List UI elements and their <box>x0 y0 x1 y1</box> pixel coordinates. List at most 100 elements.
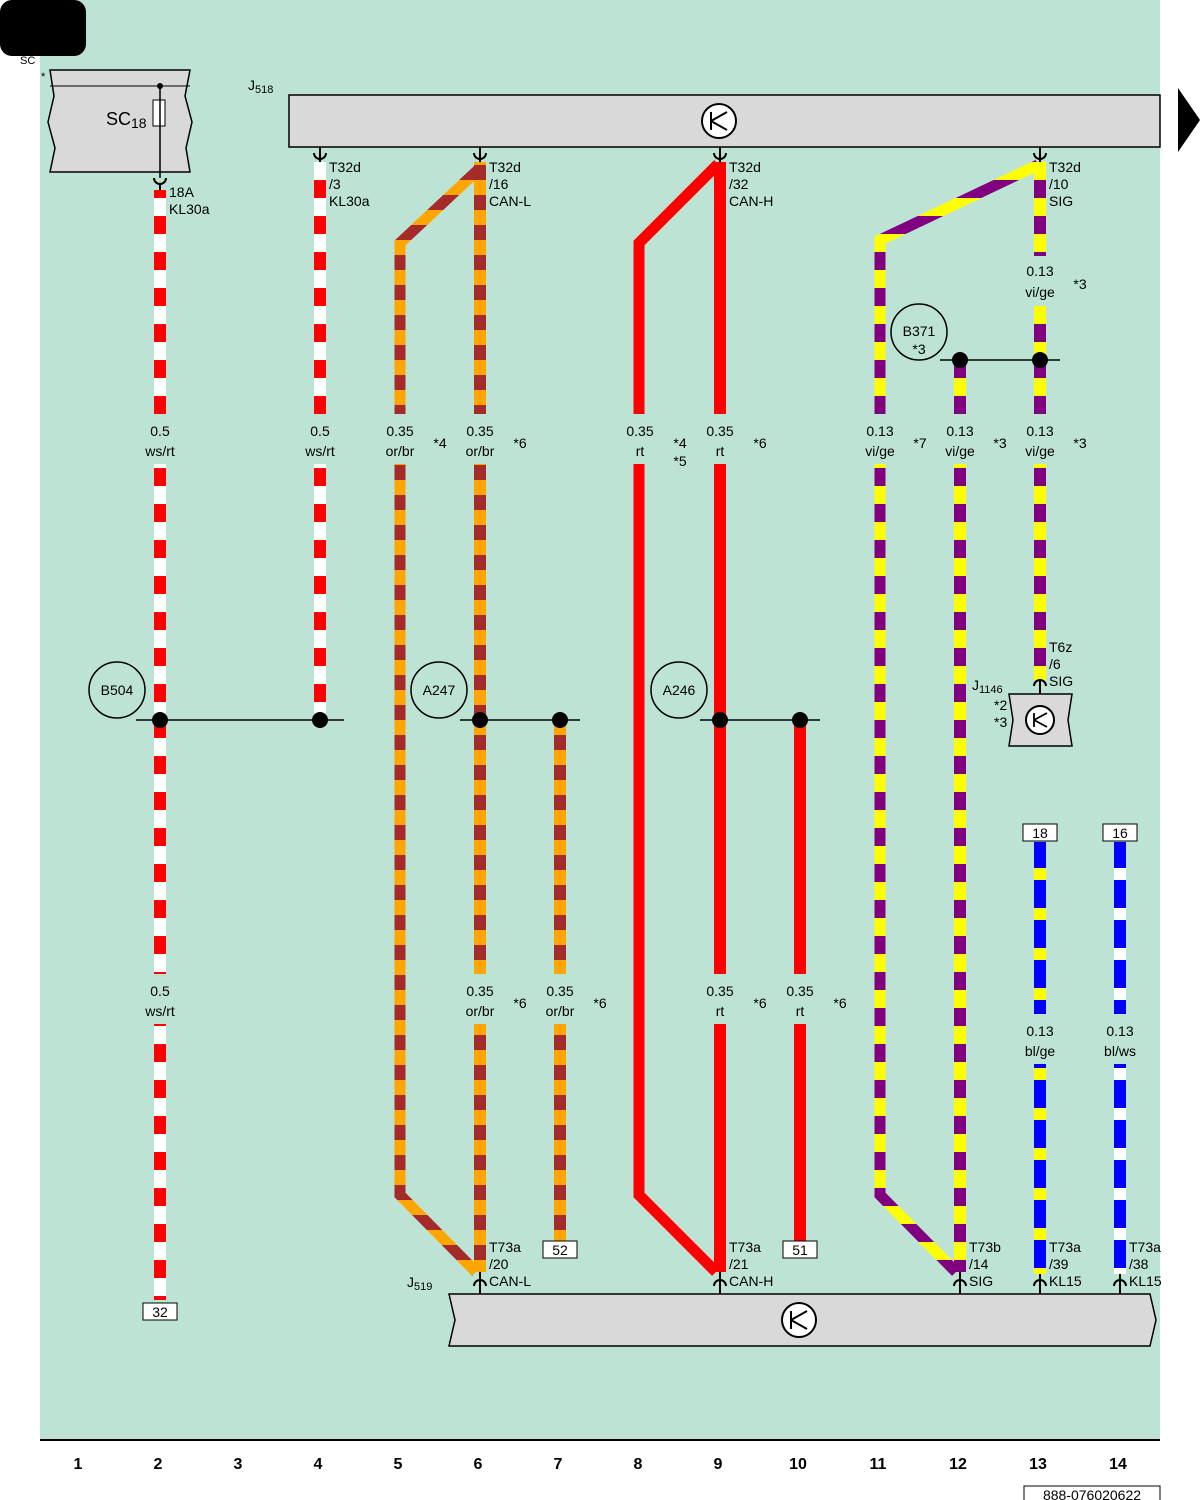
svg-text:0.35: 0.35 <box>386 423 413 439</box>
svg-text:0.13: 0.13 <box>866 423 893 439</box>
ref-box-16[interactable]: 16 <box>1102 823 1138 842</box>
svg-text:0.13: 0.13 <box>1106 1023 1133 1039</box>
svg-text:0.13: 0.13 <box>1026 1023 1053 1039</box>
pin-j519-t73b-14[interactable] <box>953 1272 967 1294</box>
splice-a246-label: A246 <box>663 682 696 698</box>
pin-label-sc18-18A: 18A KL30a <box>169 184 210 217</box>
pin-sc18-18A[interactable] <box>153 177 167 190</box>
svg-text:0.35: 0.35 <box>626 423 653 439</box>
splice-b504[interactable]: B504 <box>88 661 344 728</box>
splice-a247-label: A247 <box>423 682 456 698</box>
splice-b371[interactable]: B371 *3 <box>890 303 1060 368</box>
svg-text:vi/ge: vi/ge <box>945 443 975 459</box>
svg-text:or/br: or/br <box>546 1003 575 1019</box>
ref-box-52-text: 52 <box>552 1242 568 1258</box>
svg-text:18A: 18A <box>169 184 195 200</box>
fuse-icon <box>152 99 166 127</box>
wire-label-9-top: 0.35 rt *6 <box>706 423 766 459</box>
splice-a247[interactable]: A247 <box>410 661 580 728</box>
pin-j518-t32d-3[interactable] <box>313 147 327 162</box>
wire-label-2-top: 0.5ws/rt <box>144 423 175 459</box>
svg-text:SIG: SIG <box>969 1273 993 1289</box>
wire-12[interactable] <box>954 360 966 1272</box>
column-number: 6 <box>474 1456 483 1473</box>
svg-text:rt: rt <box>716 1003 725 1019</box>
svg-text:*3: *3 <box>1073 435 1086 451</box>
ref-box-51[interactable]: 51 <box>782 1240 818 1259</box>
pin-label-t32d-16: T32d /16 CAN-L <box>489 159 531 209</box>
svg-text:rt: rt <box>716 443 725 459</box>
svg-text:/16: /16 <box>489 176 509 192</box>
svg-text:T32d: T32d <box>729 159 761 175</box>
column-number: 8 <box>634 1456 643 1473</box>
svg-text:*5: *5 <box>673 453 686 469</box>
wire-label-2-bottom: 0.5ws/rt <box>144 983 175 1019</box>
ref-box-52[interactable]: 52 <box>542 1240 578 1259</box>
column-number: 14 <box>1109 1456 1127 1473</box>
pin-label-t73b-14: T73b /14 SIG <box>969 1239 1001 1289</box>
splice-a246[interactable]: A246 <box>650 661 820 728</box>
svg-text:0.35: 0.35 <box>706 423 733 439</box>
svg-text:*7: *7 <box>913 435 926 451</box>
ref-box-32-text: 32 <box>152 1304 168 1320</box>
pin-j519-t73a-21[interactable] <box>713 1272 727 1294</box>
pin-label-t32d-3: T32d /3 KL30a <box>329 159 370 209</box>
doc-id-text: 888-076020622 <box>1043 1487 1141 1500</box>
pin-label-t32d-10: T32d /10 SIG <box>1049 159 1081 209</box>
svg-text:*6: *6 <box>753 435 766 451</box>
svg-text:CAN-H: CAN-H <box>729 1273 773 1289</box>
svg-text:*4: *4 <box>673 435 686 451</box>
svg-text:T32d: T32d <box>329 159 361 175</box>
ref-box-18[interactable]: 18 <box>1022 823 1058 842</box>
svg-text:ws/rt: ws/rt <box>304 443 335 459</box>
wire-5[interactable] <box>394 163 484 1276</box>
column-number: 2 <box>154 1456 163 1473</box>
wire-11[interactable] <box>874 160 1041 1276</box>
column-number: 13 <box>1029 1456 1047 1473</box>
svg-text:0.13: 0.13 <box>1026 263 1053 279</box>
svg-text:/6: /6 <box>1049 656 1061 672</box>
svg-text:*6: *6 <box>833 995 846 1011</box>
pin-j1146-t6z-6[interactable] <box>1033 679 1047 694</box>
svg-text:vi/ge: vi/ge <box>1025 443 1055 459</box>
control-unit-j518[interactable]: J518 <box>248 77 1161 148</box>
j519-sub: 519 <box>414 1281 432 1293</box>
svg-text:T73a: T73a <box>729 1239 761 1255</box>
pin-j518-t32d-16[interactable] <box>473 147 487 162</box>
j519-label: J <box>407 1274 414 1290</box>
svg-text:KL30a: KL30a <box>329 193 370 209</box>
svg-text:bl/ws: bl/ws <box>1104 1043 1136 1059</box>
pin-j519-t73a-39[interactable] <box>1033 1274 1047 1294</box>
page-continue-arrow-icon[interactable] <box>1178 88 1200 152</box>
svg-text:/14: /14 <box>969 1256 989 1272</box>
svg-text:KL30a: KL30a <box>169 201 210 217</box>
column-numbers: 1 2 3 4 5 6 7 8 9 10 11 12 13 14 <box>74 1456 1127 1473</box>
pin-j518-t32d-10[interactable] <box>1033 147 1047 162</box>
svg-text:bl/ge: bl/ge <box>1025 1043 1056 1059</box>
control-unit-j519[interactable]: J519 <box>407 1274 1157 1347</box>
pin-j519-t73a-38[interactable] <box>1113 1274 1127 1294</box>
control-unit-icon <box>781 1302 817 1338</box>
control-unit-j1146[interactable]: J1146 *2 *3 <box>972 677 1073 747</box>
fuse-sc18[interactable]: SC18 * <box>41 69 193 178</box>
svg-text:/20: /20 <box>489 1256 509 1272</box>
svg-text:*6: *6 <box>513 995 526 1011</box>
wire-2[interactable] <box>154 190 166 1300</box>
j518-sub: 518 <box>255 84 273 96</box>
svg-text:/3: /3 <box>329 176 341 192</box>
j1146-sub: 1146 <box>979 684 1003 696</box>
pin-label-t73a-39: T73a /39 KL15 <box>1049 1239 1082 1289</box>
pin-j518-t32d-32[interactable] <box>713 147 727 162</box>
svg-text:KL15: KL15 <box>1129 1273 1162 1289</box>
svg-text:vi/ge: vi/ge <box>1025 284 1055 300</box>
wire-8[interactable] <box>633 160 722 1276</box>
pin-j519-t73a-20[interactable] <box>473 1272 487 1294</box>
svg-text:/38: /38 <box>1129 1256 1149 1272</box>
svg-text:or/br: or/br <box>466 1003 495 1019</box>
ref-box-32[interactable]: 32 <box>142 1302 178 1321</box>
control-unit-icon <box>701 103 737 139</box>
column-number: 3 <box>234 1456 243 1473</box>
sc18-star: * <box>41 71 46 83</box>
